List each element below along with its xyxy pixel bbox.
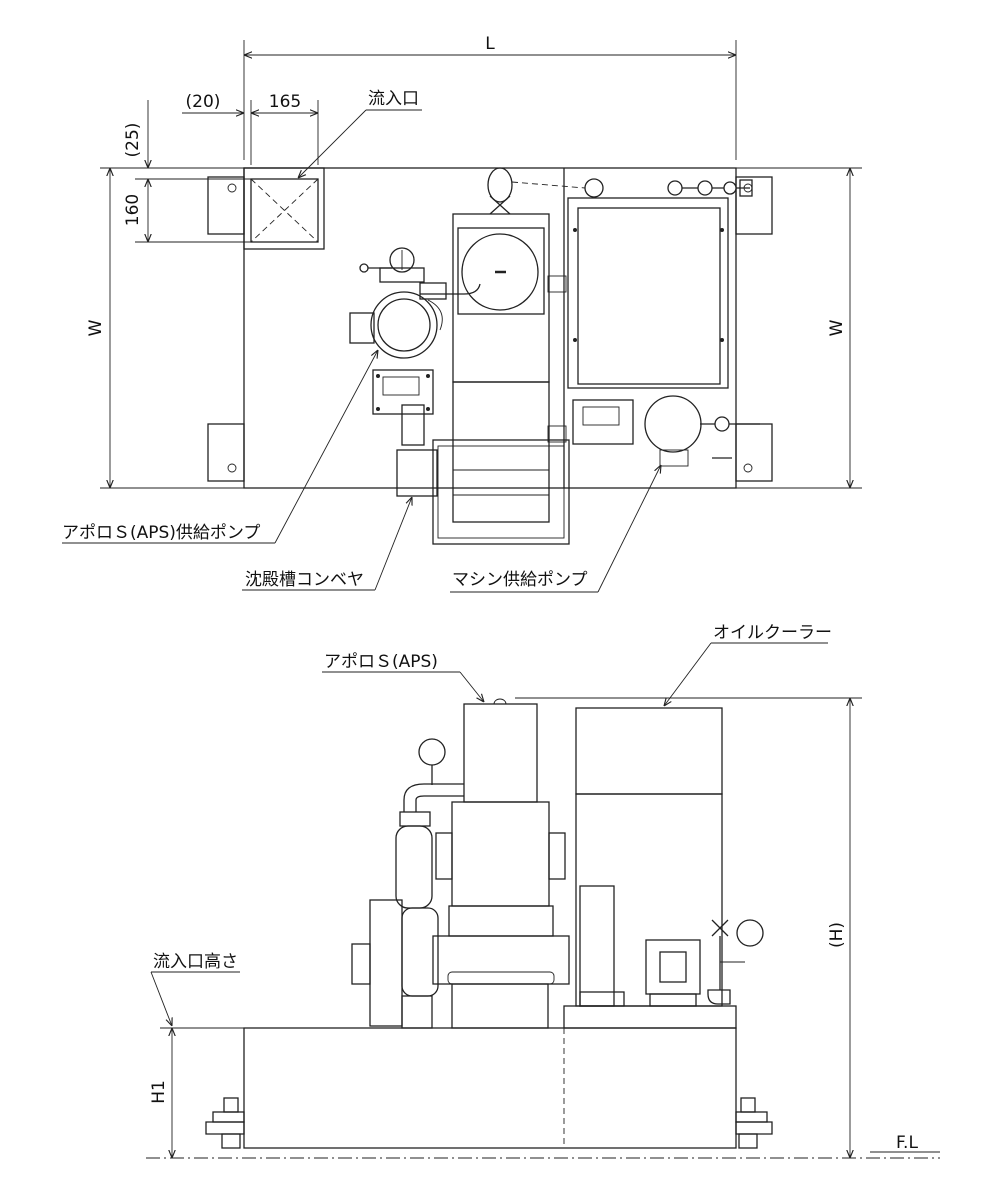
foot-left [205, 1097, 245, 1149]
foot-right [735, 1097, 773, 1149]
aps-front [463, 703, 538, 803]
oil-cooler-front [575, 707, 723, 795]
aps-gauge-front [418, 738, 446, 766]
tank-front [243, 1027, 737, 1149]
dim-floor-line: F.L [896, 1133, 918, 1153]
label-oil-cooler: オイルクーラー [713, 623, 832, 643]
tank-top-outline [243, 167, 737, 489]
bracket-top-right [735, 176, 773, 235]
dim-length: L [485, 34, 495, 54]
bracket-bottom-right [735, 423, 773, 482]
bracket-bottom-left [207, 423, 245, 482]
dim-inlet-h: H1 [149, 1080, 169, 1104]
label-conveyor: 沈殿槽コンベヤ [245, 570, 364, 590]
aps-gauge [389, 247, 415, 273]
dim-offset-x: (20) [186, 92, 221, 112]
aps-pump-front [369, 899, 403, 1027]
conveyor-trough [432, 439, 570, 545]
front-view-labels: アポロＳ(APS) オイルクーラー 流入口高さ [150, 623, 832, 1026]
conveyor-upper [452, 213, 550, 383]
control-box-left [372, 369, 434, 415]
machine-gauge-front [736, 919, 764, 947]
label-inlet-height: 流入口高さ [153, 952, 238, 972]
front-view-dimensions: F.L (H) H1 [146, 697, 940, 1159]
conveyor-motor [461, 233, 539, 311]
dim-width-left: W [86, 319, 106, 336]
inlet-opening [250, 178, 319, 243]
label-aps: アポロＳ(APS) [324, 652, 438, 672]
label-aps-pump: アポロＳ(APS)供給ポンプ [62, 523, 260, 543]
label-inlet: 流入口 [368, 89, 419, 109]
control-box-right [572, 399, 634, 445]
oil-cooler-top [567, 197, 729, 389]
aps-pump-body [370, 291, 438, 359]
dim-width-right: W [827, 319, 847, 336]
label-machine-pump: マシン供給ポンプ [452, 570, 588, 590]
top-view-labels: 流入口 アポロＳ(APS)供給ポンプ 沈殿槽コンベヤ マシン供給ポンプ [62, 89, 661, 593]
conveyor-lower [452, 381, 550, 523]
front-view [205, 698, 773, 1149]
dim-inlet-depth: 160 [123, 194, 143, 226]
dim-inlet-width: 165 [269, 92, 301, 112]
top-view-dimensions: L (20) 165 (25) 160 W W [86, 34, 862, 489]
dim-offset-y: (25) [123, 123, 143, 158]
top-view [207, 167, 773, 545]
dim-height: (H) [827, 922, 847, 948]
machine-pump-body [644, 395, 702, 453]
conveyor-handle [487, 167, 513, 203]
inlet-frame [243, 167, 325, 250]
bracket-top-left [207, 176, 245, 235]
